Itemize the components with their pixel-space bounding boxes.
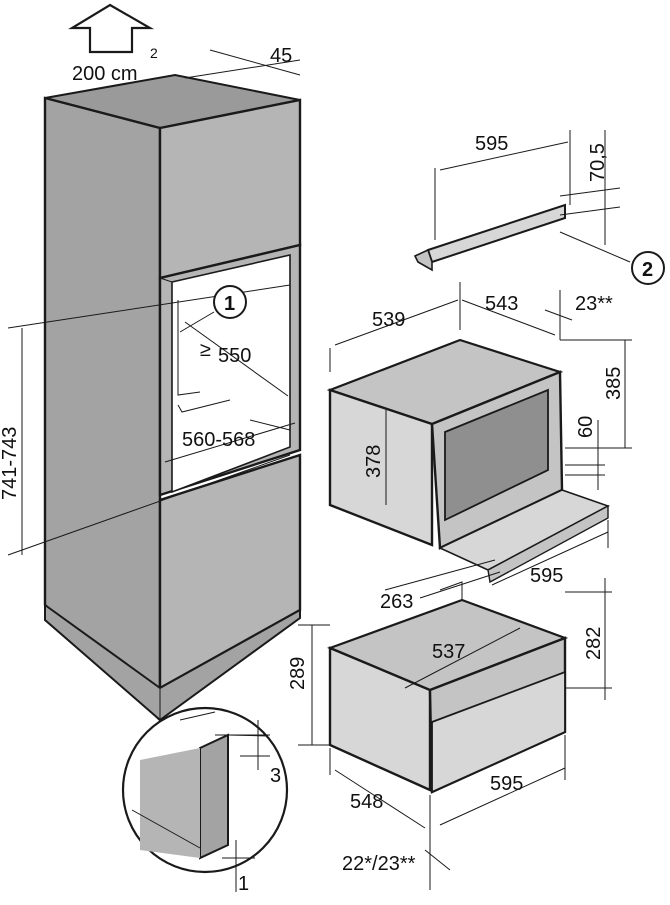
trim-width-label: 595	[475, 133, 508, 155]
drawer-front-offset-label: 22*/23**	[342, 853, 416, 875]
up-arrow-icon	[68, 3, 155, 54]
oven-height-label: 385	[603, 367, 625, 400]
niche-height-label: 741-743	[0, 427, 21, 500]
warming-drawer	[326, 598, 569, 794]
callout-2-label: 2	[642, 259, 653, 281]
drawer-depth-label: 537	[432, 641, 465, 663]
cabinet-niche-opening	[171, 253, 291, 494]
depth-gap-label: 45	[270, 45, 292, 67]
oven-gap-label: 60	[575, 416, 597, 438]
oven-front-offset-label: 23**	[575, 293, 613, 315]
drawer-width-label: 595	[490, 773, 523, 795]
drawer-front-panel	[431, 670, 566, 794]
callout-2-circle	[631, 251, 665, 285]
ventilation-area-superscript: 2	[150, 45, 158, 61]
oven-depth-label: 539	[372, 309, 405, 331]
niche-depth-prefix: ≥	[200, 339, 211, 361]
tall-cabinet	[43, 73, 302, 723]
oven-width-label: 595	[530, 565, 563, 587]
trim-height-label: 70,5	[587, 143, 609, 182]
callout-1-circle	[213, 285, 247, 319]
detail-gap-bottom-label: 1	[238, 873, 249, 895]
oven-body-depth-label: 543	[485, 293, 518, 315]
niche-width-label: 560-568	[182, 429, 255, 451]
detail-gap-top-label: 3	[270, 765, 281, 787]
callout-1-label: 1	[224, 293, 235, 315]
compact-oven	[326, 338, 610, 584]
ventilation-area-label: 200 cm	[72, 63, 138, 85]
drawer-niche-height-label: 289	[287, 657, 309, 690]
drawer-body-depth-label: 548	[350, 791, 383, 813]
drawer-height-label: 282	[583, 627, 605, 660]
niche-depth-label: 550	[218, 345, 251, 367]
oven-inner-height-label: 378	[363, 445, 385, 478]
oven-window	[444, 388, 549, 522]
rail-depth-label: 263	[380, 591, 413, 613]
trim-strip	[413, 203, 566, 272]
detail-magnifier	[121, 706, 289, 874]
